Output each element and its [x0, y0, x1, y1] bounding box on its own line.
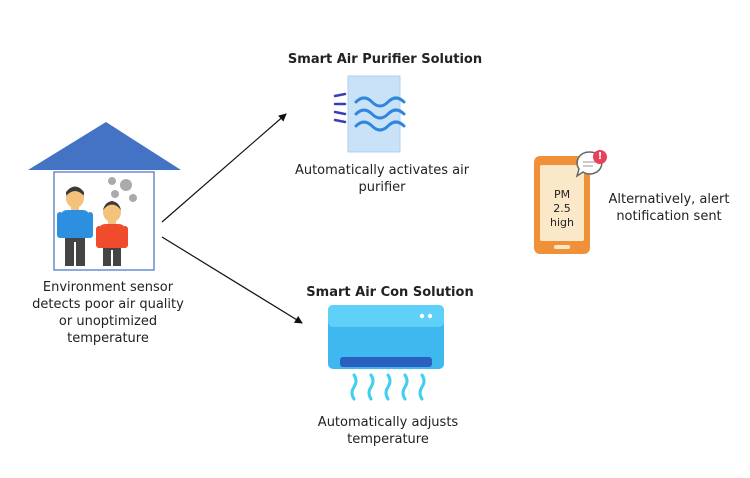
phone-screen-text: PM 2.5 high	[540, 188, 584, 230]
aircon-vent	[340, 357, 432, 367]
air-purifier-icon	[333, 75, 406, 153]
smartphone-icon	[534, 156, 590, 254]
air-conditioner-icon	[328, 305, 444, 401]
phone-screen-line2: 2.5	[553, 202, 571, 215]
purifier-caption: Automatically activates air purifier	[294, 163, 470, 195]
aircon-title: Smart Air Con Solution	[306, 285, 474, 300]
arrow-to-aircon	[161, 236, 303, 324]
aircon-top-panel	[328, 305, 444, 327]
purifier-title: Smart Air Purifier Solution	[287, 52, 483, 67]
person-red-icon	[96, 201, 128, 266]
phone-screen	[540, 165, 584, 241]
phone-screen-line3: high	[550, 216, 574, 229]
smoke-icon	[108, 177, 137, 202]
people-icon	[57, 186, 128, 266]
phone-screen-line1: PM	[553, 188, 571, 201]
phone-caption: Alternatively, alert notification sent	[608, 192, 730, 224]
arrow-to-purifier	[161, 113, 287, 223]
house-roof	[28, 122, 181, 170]
person-blue-icon	[57, 186, 93, 266]
notification-badge: !	[593, 150, 607, 164]
aircon-caption: Automatically adjusts temperature	[317, 415, 459, 447]
house-caption: Environment sensor detects poor air qual…	[32, 280, 184, 346]
